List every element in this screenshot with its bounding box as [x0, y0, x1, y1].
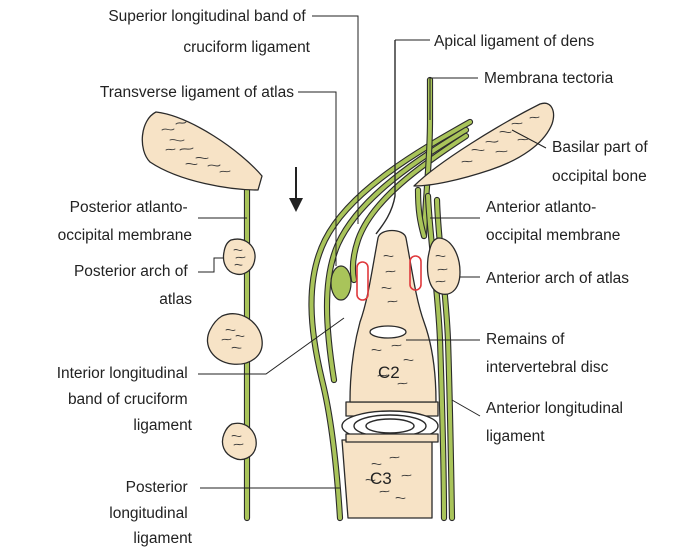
label-basilar-part: Basilar part of occipital bone	[552, 139, 652, 185]
posterior-column	[142, 112, 262, 518]
occipital-bone-posterior	[142, 112, 262, 190]
remains-of-disc-lens	[370, 326, 406, 338]
label-apical-ligament: Apical ligament of dens	[434, 33, 595, 50]
c3-label: C3	[370, 469, 392, 488]
posterior-arch-of-atlas	[224, 239, 256, 274]
label-anterior-arch: Anterior arch of atlas	[486, 270, 629, 287]
label-inferior-band: Interior longitudinal band of cruciform …	[57, 365, 193, 434]
label-superior-band: Superior longitudinal band of cruciform …	[108, 8, 310, 56]
label-anterior-longitudinal: Anterior longitudinal ligament	[486, 400, 627, 445]
label-transverse-ligament: Transverse ligament of atlas	[100, 84, 294, 101]
label-posterior-membrane: Posterior atlanto- occipital membrane	[58, 199, 192, 244]
arrow-down-icon	[289, 167, 303, 212]
spinous-process-c2	[207, 314, 262, 365]
label-posterior-arch: Posterior arch of atlas	[74, 263, 192, 308]
transverse-ligament-of-atlas	[331, 266, 351, 300]
spinous-process-c3	[222, 423, 256, 459]
label-remains-disc: Remains of intervertebral disc	[486, 331, 609, 376]
c2-label: C2	[378, 363, 400, 382]
anterior-arch-of-atlas	[428, 238, 460, 294]
intervertebral-disc-c2-c3	[342, 402, 438, 442]
label-membrana-tectoria: Membrana tectoria	[484, 70, 614, 87]
label-posterior-longitudinal: Posterior longitudinal ligament	[109, 479, 192, 547]
label-anterior-membrane: Anterior atlanto- occipital membrane	[486, 199, 620, 244]
